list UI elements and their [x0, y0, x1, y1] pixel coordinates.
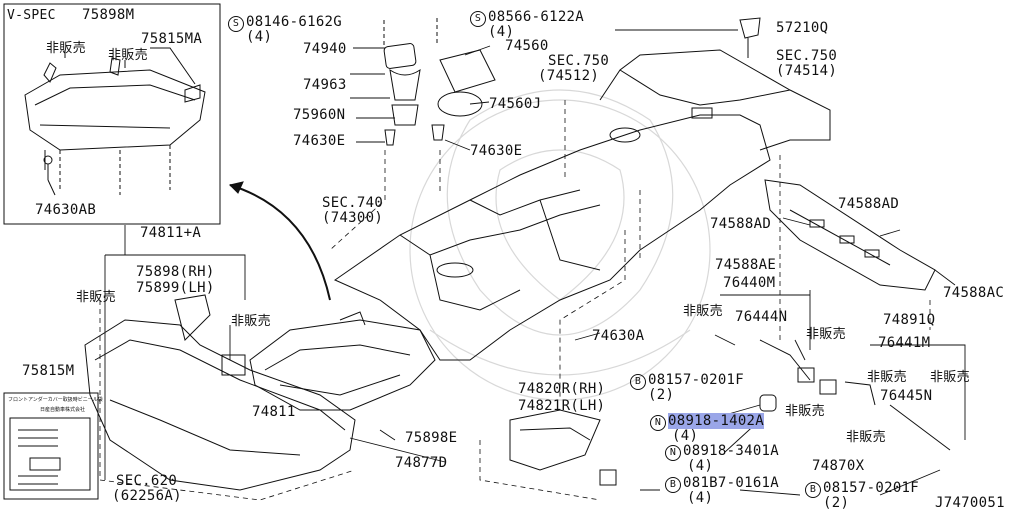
- not-for-sale-label: 非販売: [806, 327, 846, 342]
- bolt-part-mark: B: [630, 374, 646, 390]
- bracket-drawing: [509, 409, 601, 471]
- main-undercover-drawing: [84, 294, 356, 491]
- vspec-undercover-drawing: [24, 47, 206, 196]
- bolt-part-mark: B: [665, 477, 681, 493]
- part-74588AE-label: 74588AE: [715, 257, 777, 273]
- part-76444N-label: 76444N: [735, 309, 788, 325]
- dashed-construction-lines: [99, 100, 931, 501]
- standard-part-mark: S: [228, 16, 244, 32]
- sec-620-label: SEC.620: [116, 473, 178, 489]
- not-for-sale-label: 非販売: [108, 48, 148, 63]
- sec-750-label: SEC.750: [776, 48, 838, 64]
- part-76440M-label: 76440M: [723, 275, 776, 291]
- part-74821R-label: 74821R(LH): [518, 398, 606, 414]
- part-57210Q-label: 57210Q: [776, 20, 829, 36]
- diagram-id: J7470051: [935, 495, 1005, 510]
- direction-arrow: [229, 184, 331, 301]
- part-74588AD-label: 74588AD: [838, 196, 900, 212]
- part-75960N-label: 75960N: [293, 107, 346, 123]
- sec-620-ref: (62256A): [112, 488, 182, 504]
- nut-08918-1402A-qty: (4): [672, 428, 699, 444]
- highlighted-part-number: 08918-1402A: [668, 413, 765, 429]
- not-for-sale-label: 非販売: [846, 430, 886, 445]
- cable-parts-drawing: [599, 339, 951, 491]
- nut-part-mark: N: [650, 415, 666, 431]
- part-74891Q-label: 74891Q: [883, 312, 936, 328]
- part-74630E-label: 74630E: [470, 143, 523, 159]
- not-for-sale-label: 非販売: [46, 41, 86, 56]
- part-74630AB-label: 74630AB: [35, 202, 97, 218]
- bolt-08146-qty: (4): [246, 29, 273, 45]
- part-75899-label: 75899(LH): [136, 280, 215, 296]
- bolt-08566-qty: (4): [488, 24, 515, 40]
- watermark-emblem: [409, 89, 711, 401]
- part-74811A-label: 74811+A: [140, 225, 202, 241]
- part-74630A-label: 74630A: [592, 328, 645, 344]
- inset-label-card-box: [3, 392, 99, 500]
- standard-part-mark: S: [470, 11, 486, 27]
- part-74870X-label: 74870X: [812, 458, 865, 474]
- part-74588AC-label: 74588AC: [943, 285, 1005, 301]
- not-for-sale-label: 非販売: [231, 314, 271, 329]
- part-76441M-label: 76441M: [878, 335, 931, 351]
- not-for-sale-label: 非販売: [867, 370, 907, 385]
- part-74560J-label: 74560J: [489, 96, 542, 112]
- shift-boot-parts-drawing: [383, 17, 761, 146]
- sec-750-ref: (74514): [776, 63, 838, 79]
- sec-750-label: SEC.750: [548, 53, 610, 69]
- part-75898E-label: 75898E: [405, 430, 458, 446]
- center-undercover-drawing: [249, 311, 436, 411]
- part-75898M-label: 75898M: [82, 7, 135, 23]
- part-74560-label: 74560: [505, 38, 549, 54]
- not-for-sale-label: 非販売: [930, 370, 970, 385]
- part-74811-label: 74811: [252, 404, 296, 420]
- leader-lines: [104, 29, 966, 496]
- part-75815M-label: 75815M: [22, 363, 75, 379]
- not-for-sale-label: 非販売: [683, 304, 723, 319]
- inset-vspec-box: [3, 3, 221, 225]
- floor-pan-drawing: [333, 49, 831, 361]
- part-74820R-label: 74820R(RH): [518, 381, 606, 397]
- card-title-text: フロントアンダーカバー取扱時ビニール袋: [8, 397, 103, 403]
- not-for-sale-label: 非販売: [76, 290, 116, 305]
- nut-part-mark: N: [665, 445, 681, 461]
- sec-740-ref: (74300): [322, 210, 384, 226]
- bolt-081B7-qty: (4): [687, 490, 714, 506]
- inset-title: V-SPEC: [7, 8, 56, 23]
- part-75898-label: 75898(RH): [136, 264, 215, 280]
- sec-750-ref: (74512): [538, 68, 600, 84]
- part-76445N-label: 76445N: [880, 388, 933, 404]
- bolt-part-mark: B: [805, 482, 821, 498]
- bolt-08157-qty: (2): [648, 387, 675, 403]
- part-74940-label: 74940: [303, 41, 347, 57]
- card-maker-text: 日産自動車株式会社: [40, 407, 86, 413]
- part-74877D-label: 74877D: [395, 455, 448, 471]
- bolt-08157-qty: (2): [823, 495, 850, 510]
- part-74963-label: 74963: [303, 77, 347, 93]
- sec-740-label: SEC.740: [322, 195, 384, 211]
- part-74588AD-label: 74588AD: [710, 216, 772, 232]
- label-card-drawing: [9, 417, 91, 491]
- not-for-sale-label: 非販売: [785, 404, 825, 419]
- part-75815MA-label: 75815MA: [141, 31, 203, 47]
- part-74630E-label: 74630E: [293, 133, 346, 149]
- nut-08918-3401A-qty: (4): [687, 458, 714, 474]
